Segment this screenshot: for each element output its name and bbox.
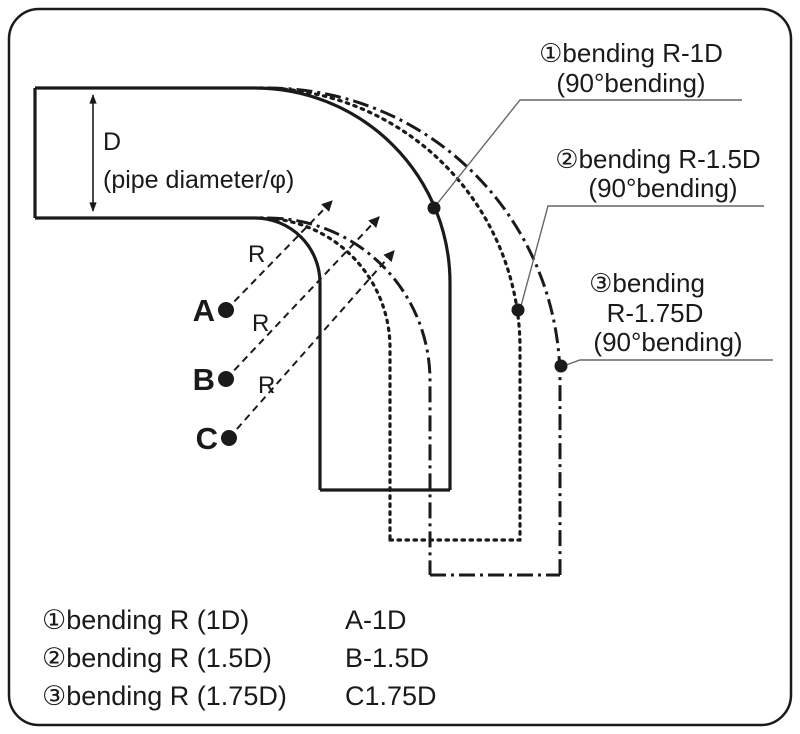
point-dot-c [221,430,237,446]
callout-1-5d-marker-dot [511,303,525,317]
pipe-outer-edge-1d [35,86,452,490]
legend-row-1-name: ①bending R (1D) [42,605,249,635]
callout-1-75d-title: ③bending [589,268,705,298]
point-dot-a [218,302,234,318]
callout-1d-title: ①bending R-1D [539,38,723,68]
bend-outer-1-5d [258,86,522,542]
pipe-inner-edge-1d [35,216,322,490]
radius-label-c: R [258,372,275,399]
legend: ①bending R (1D) A-1D ②bending R (1.5D) B… [42,605,437,711]
bend-outer-1-75d [267,86,562,575]
callout-1d-subtitle: (90°bending) [556,68,705,98]
radius-arrow-c [228,250,395,439]
radius-label-b: R [252,310,269,337]
callout-1-5d-title: ②bending R-1.5D [555,144,760,174]
point-label-b: B [193,362,215,397]
legend-row-3-code: C1.75D [345,681,437,711]
legend-row-2-code: B-1.5D [345,643,429,673]
diagram-border [7,7,793,727]
point-label-c: C [196,421,218,456]
callout-1-75d-subtitle: (90°bending) [593,327,742,357]
bend-inner-1-5d [258,216,392,542]
radius-arrow-a [225,200,333,311]
legend-row-3-name: ③bending R (1.75D) [42,681,287,711]
radius-arrow-b [225,216,380,380]
legend-row-1-code: A-1D [345,605,407,635]
callout-1-5d-subtitle: (90°bending) [588,173,737,203]
legend-row-2-name: ②bending R (1.5D) [42,643,272,673]
callout-1-5d-leader-line [520,205,764,307]
bend-inner-1-75d [267,216,432,575]
callout-1-75d-radius: R-1.75D [607,298,704,328]
radius-label-a: R [248,241,265,268]
diameter-sublabel: (pipe diameter/φ) [103,166,294,194]
callout-1d-leader-line [436,99,742,205]
point-label-a: A [193,293,215,328]
diameter-label: D [103,128,121,156]
callout-1-75d-leader-line [565,359,773,366]
callout-1d-marker-dot [427,201,441,215]
callout-1-75d-marker-dot [554,359,568,373]
point-dot-b [218,371,234,387]
